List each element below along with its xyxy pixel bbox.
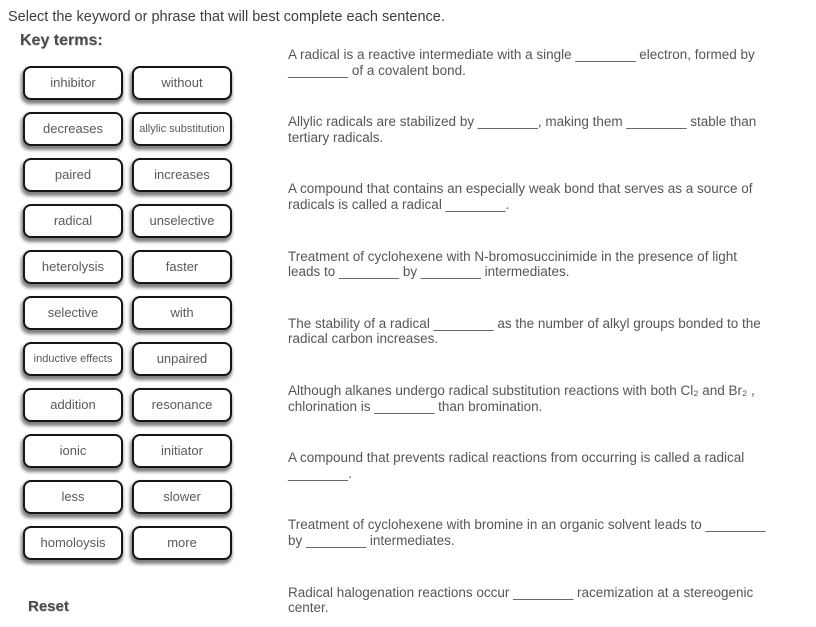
key-term-button-ionic[interactable]: ionic <box>23 434 123 468</box>
key-term-button-allylic-substitution[interactable]: allylic substitution <box>132 112 232 146</box>
key-term-button-faster[interactable]: faster <box>132 250 232 284</box>
key-term-button-less[interactable]: less <box>23 480 123 514</box>
key-term-button-unpaired[interactable]: unpaired <box>132 342 232 376</box>
reset-button[interactable]: Reset <box>28 598 69 615</box>
cloze-sentence-1[interactable]: A radical is a reactive intermediate wit… <box>288 47 755 78</box>
key-term-button-heterolysis[interactable]: heterolysis <box>23 250 123 284</box>
key-term-button-increases[interactable]: increases <box>132 158 232 192</box>
key-term-button-paired[interactable]: paired <box>23 158 123 192</box>
cloze-sentence-7[interactable]: A compound that prevents radical reactio… <box>288 450 745 481</box>
key-term-button-inductive-effects[interactable]: inductive effects <box>23 342 123 376</box>
key-terms-panel: Key terms: inhibitor without decreases a… <box>0 25 280 616</box>
instruction-text: Select the keyword or phrase that will b… <box>8 9 445 25</box>
cloze-sentence-8[interactable]: Treatment of cyclohexene with bromine in… <box>288 517 766 548</box>
key-term-button-radical[interactable]: radical <box>23 204 123 238</box>
cloze-sentence-9[interactable]: Radical halogenation reactions occur ___… <box>288 584 754 616</box>
key-term-button-selective[interactable]: selective <box>23 296 123 330</box>
key-term-button-resonance[interactable]: resonance <box>132 388 232 422</box>
key-term-button-initiator[interactable]: initiator <box>132 434 232 468</box>
key-term-button-homoloysis[interactable]: homoloysis <box>23 526 123 560</box>
key-term-button-with[interactable]: with <box>132 296 232 330</box>
key-term-button-without[interactable]: without <box>132 66 232 100</box>
key-term-button-unselective[interactable]: unselective <box>132 204 232 238</box>
key-term-button-decreases[interactable]: decreases <box>23 112 123 146</box>
key-term-button-addition[interactable]: addition <box>23 388 123 422</box>
key-terms-heading: Key terms: <box>20 32 103 49</box>
sentences-panel: A radical is a reactive intermediate wit… <box>280 25 816 627</box>
key-term-button-slower[interactable]: slower <box>132 480 232 514</box>
key-term-button-more[interactable]: more <box>132 526 232 560</box>
cloze-sentence-6[interactable]: Although alkanes undergo radical substit… <box>288 382 755 414</box>
cloze-sentence-4[interactable]: Treatment of cyclohexene with N-bromosuc… <box>288 248 737 280</box>
cloze-sentence-2[interactable]: Allylic radicals are stabilized by _____… <box>288 114 757 145</box>
key-terms-grid: inhibitor without decreases allylic subs… <box>20 66 280 560</box>
cloze-sentence-5[interactable]: The stability of a radical ________ as t… <box>288 315 761 347</box>
key-term-button-inhibitor[interactable]: inhibitor <box>23 66 123 100</box>
main-layout: Key terms: inhibitor without decreases a… <box>0 25 816 627</box>
cloze-sentence-3[interactable]: A compound that contains an especially w… <box>288 181 753 212</box>
